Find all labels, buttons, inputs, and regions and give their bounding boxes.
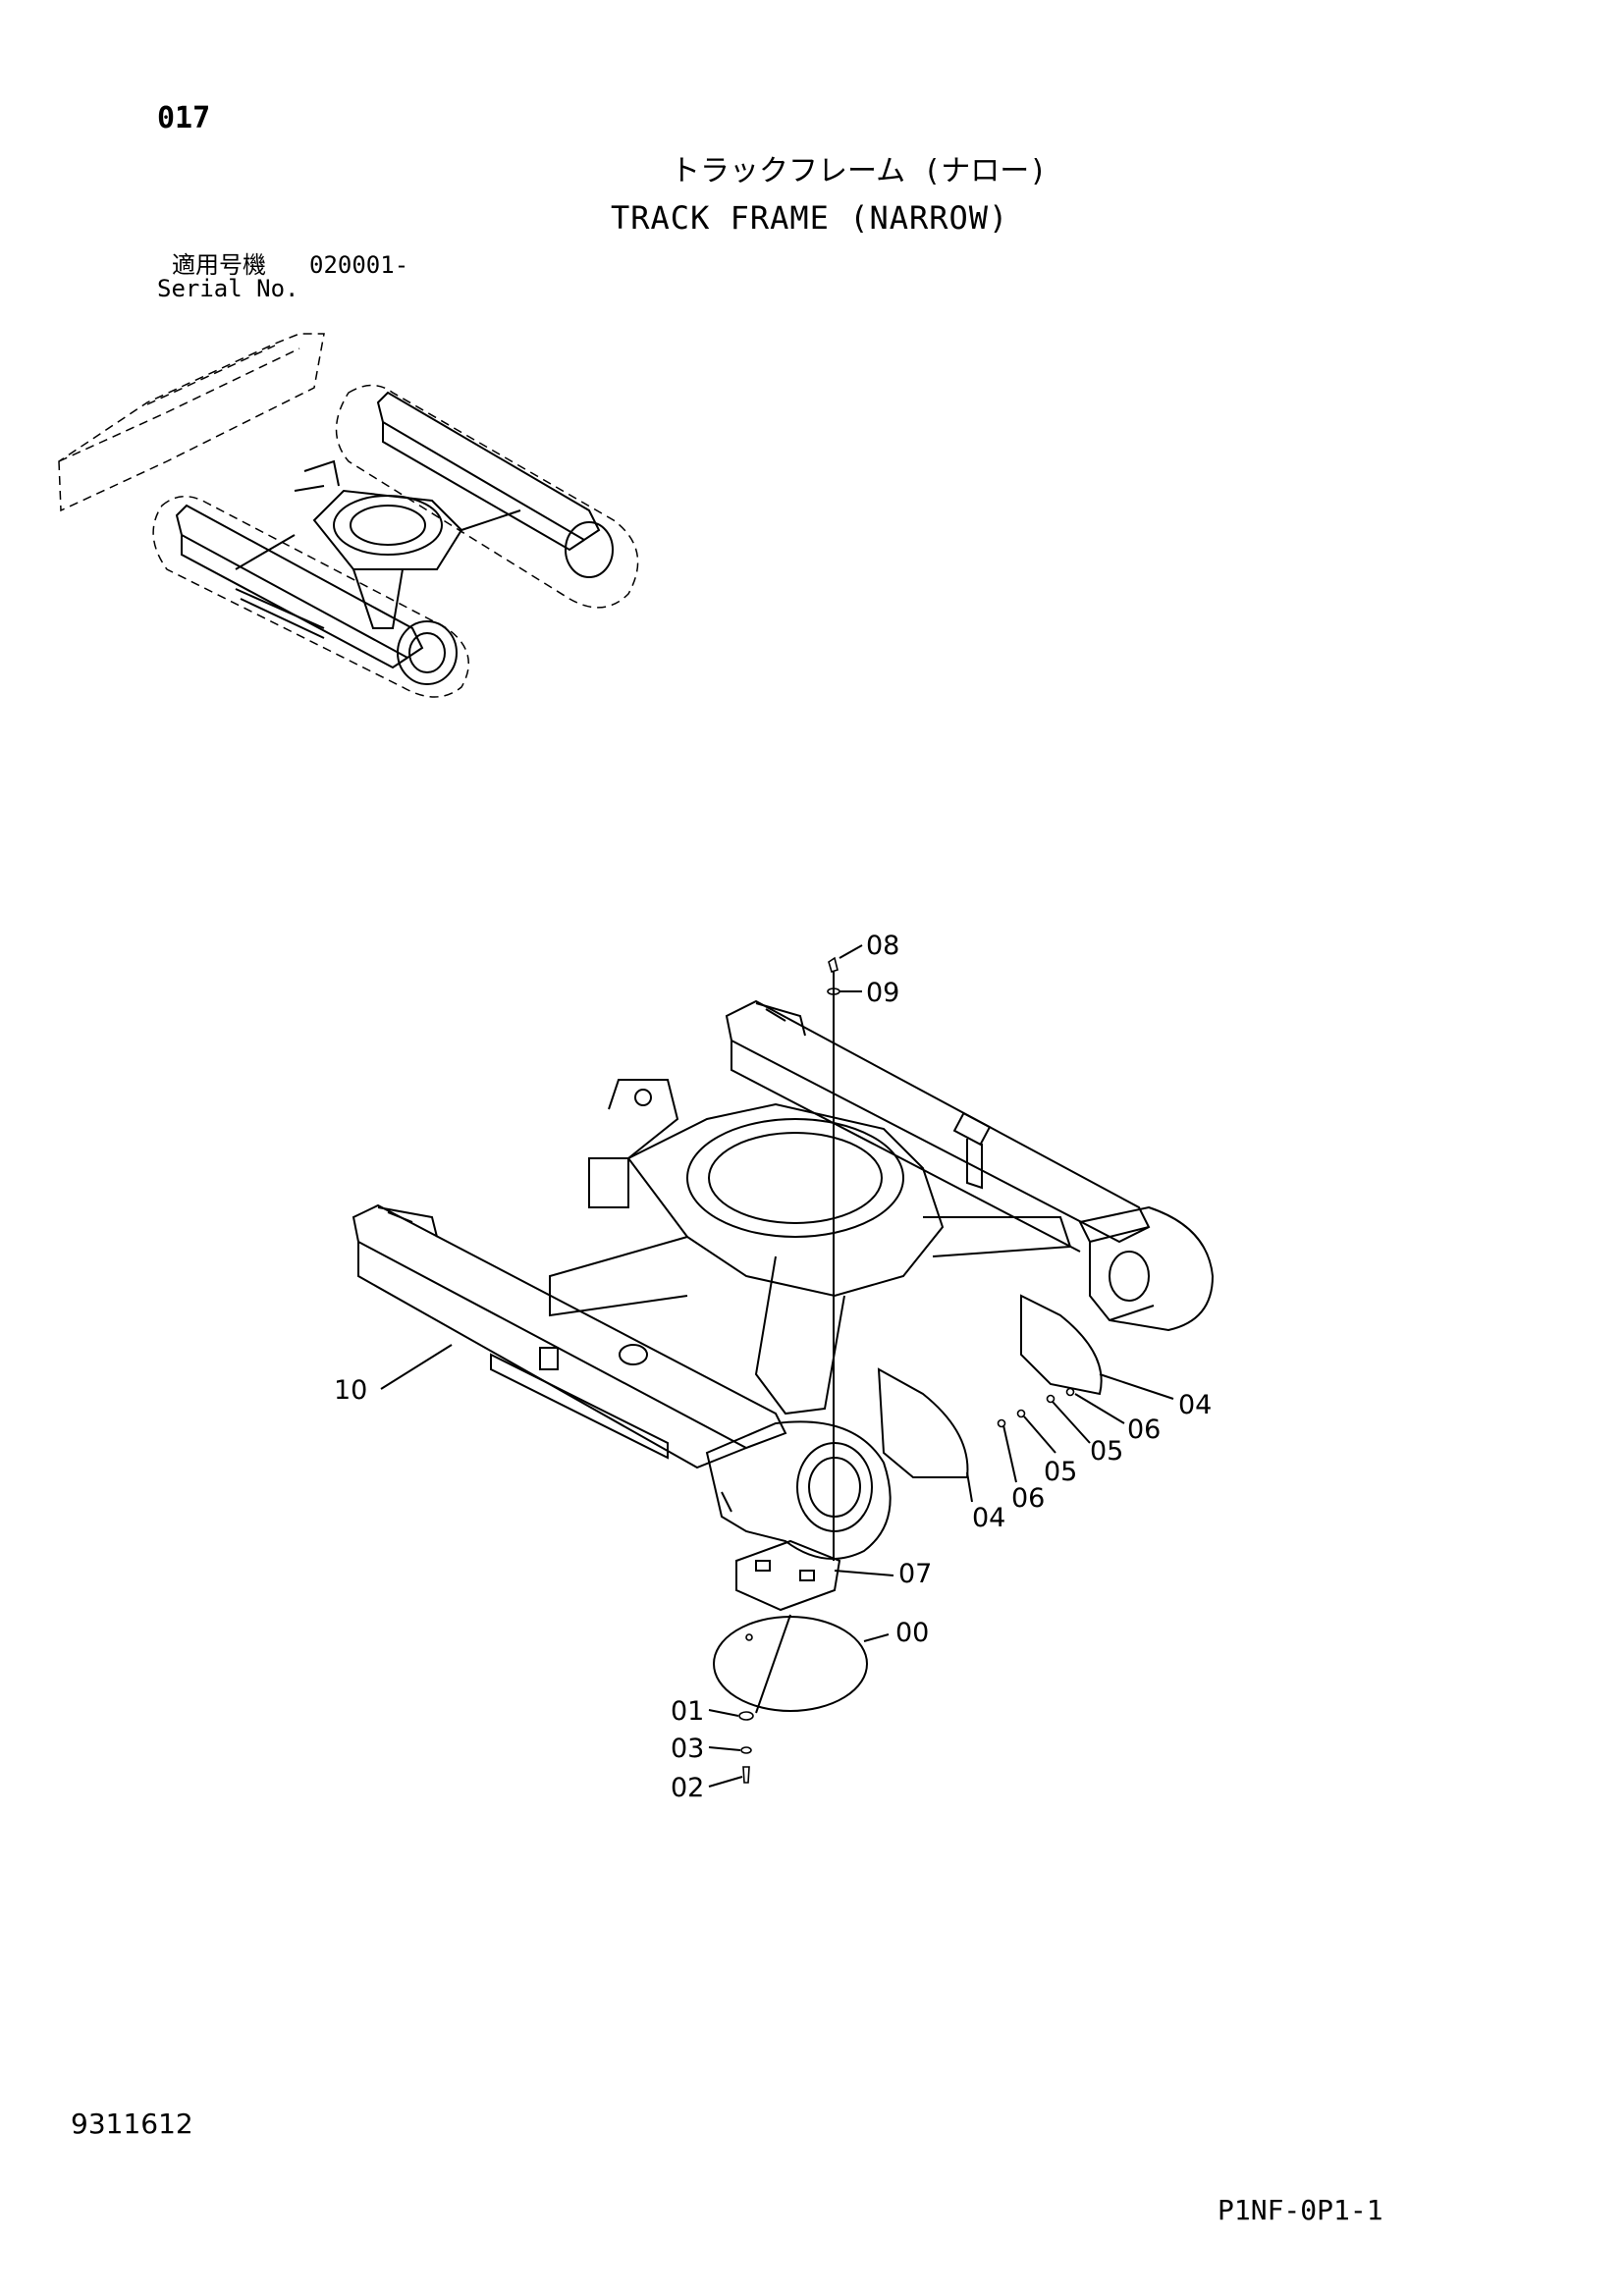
callout-09: 09 (866, 978, 899, 1008)
serial-label-jp: 適用号機 (172, 251, 266, 279)
plate-07 (735, 1539, 841, 1612)
page-code: P1NF-0P1-1 (1218, 2194, 1383, 2226)
exploded-parts (713, 956, 1103, 1784)
callout-07: 07 (898, 1559, 932, 1589)
callout-04-left: 04 (972, 1503, 1005, 1533)
callout-03: 03 (671, 1734, 704, 1764)
callout-06-left: 06 (1011, 1483, 1045, 1514)
callout-00: 00 (895, 1618, 929, 1648)
serial-value: 020001- (309, 251, 409, 279)
cover-04-right (1020, 1294, 1103, 1396)
callout-05-left: 05 (1044, 1457, 1077, 1487)
callout-05-right: 05 (1090, 1436, 1123, 1467)
page-title-jp: トラックフレーム (ナロー) (671, 154, 1048, 188)
bolt-08 (828, 956, 839, 974)
callout-01: 01 (671, 1696, 704, 1727)
leader-lines (380, 944, 1174, 1788)
track-frame-drawing (352, 999, 1215, 1560)
cover-00 (713, 1616, 868, 1712)
page-number: 017 (157, 101, 211, 135)
callout-06-right: 06 (1127, 1415, 1161, 1445)
callout-10: 10 (334, 1375, 367, 1406)
callout-04-right: 04 (1178, 1390, 1212, 1420)
page-title: TRACK FRAME (NARROW) (611, 199, 1009, 237)
cover-04-left (877, 1367, 969, 1478)
callout-02: 02 (671, 1773, 704, 1803)
callout-labels: 08 09 10 04 06 05 06 04 05 07 00 01 03 0… (334, 931, 1212, 1803)
document-number: 9311612 (71, 2108, 193, 2140)
callout-08: 08 (866, 931, 899, 961)
serial-label-en: Serial No. (157, 275, 299, 302)
overview-illustration (58, 333, 639, 698)
